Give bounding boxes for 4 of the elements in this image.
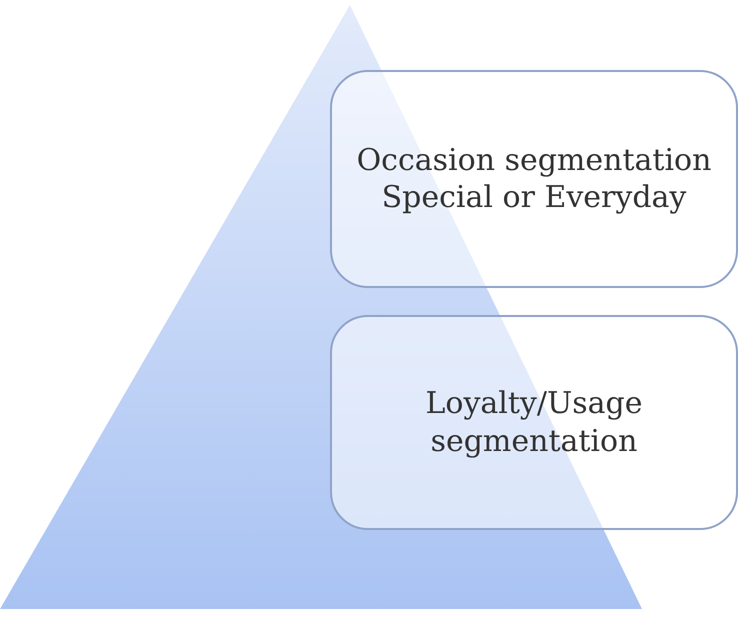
rounded-box bbox=[330, 315, 738, 530]
rounded-box bbox=[330, 70, 738, 288]
box-label: Occasion segmentation Special or Everyday bbox=[356, 142, 712, 216]
box-label: Loyalty/Usage segmentation bbox=[424, 385, 644, 460]
